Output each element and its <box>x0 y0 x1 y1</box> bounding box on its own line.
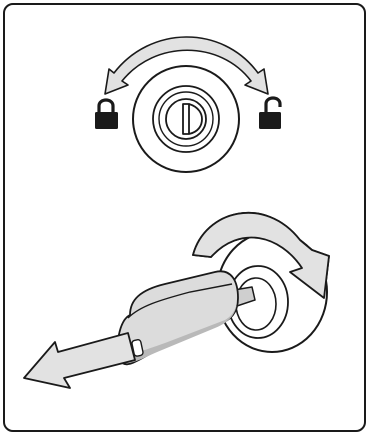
pull-out-arrow <box>23 332 136 389</box>
bottom-lock-group <box>23 212 330 389</box>
unlocked-padlock-icon <box>259 96 282 129</box>
double-curved-arrow <box>104 36 269 95</box>
clockwise-rotation-arrow-front <box>192 212 330 299</box>
keyhole-slot <box>182 103 203 135</box>
key-head-bevel <box>127 283 233 319</box>
key-fob-slot <box>131 338 144 357</box>
lock-cylinder-core <box>165 98 207 140</box>
top-lock-group <box>95 36 282 173</box>
locked-padlock-icon <box>95 98 118 129</box>
